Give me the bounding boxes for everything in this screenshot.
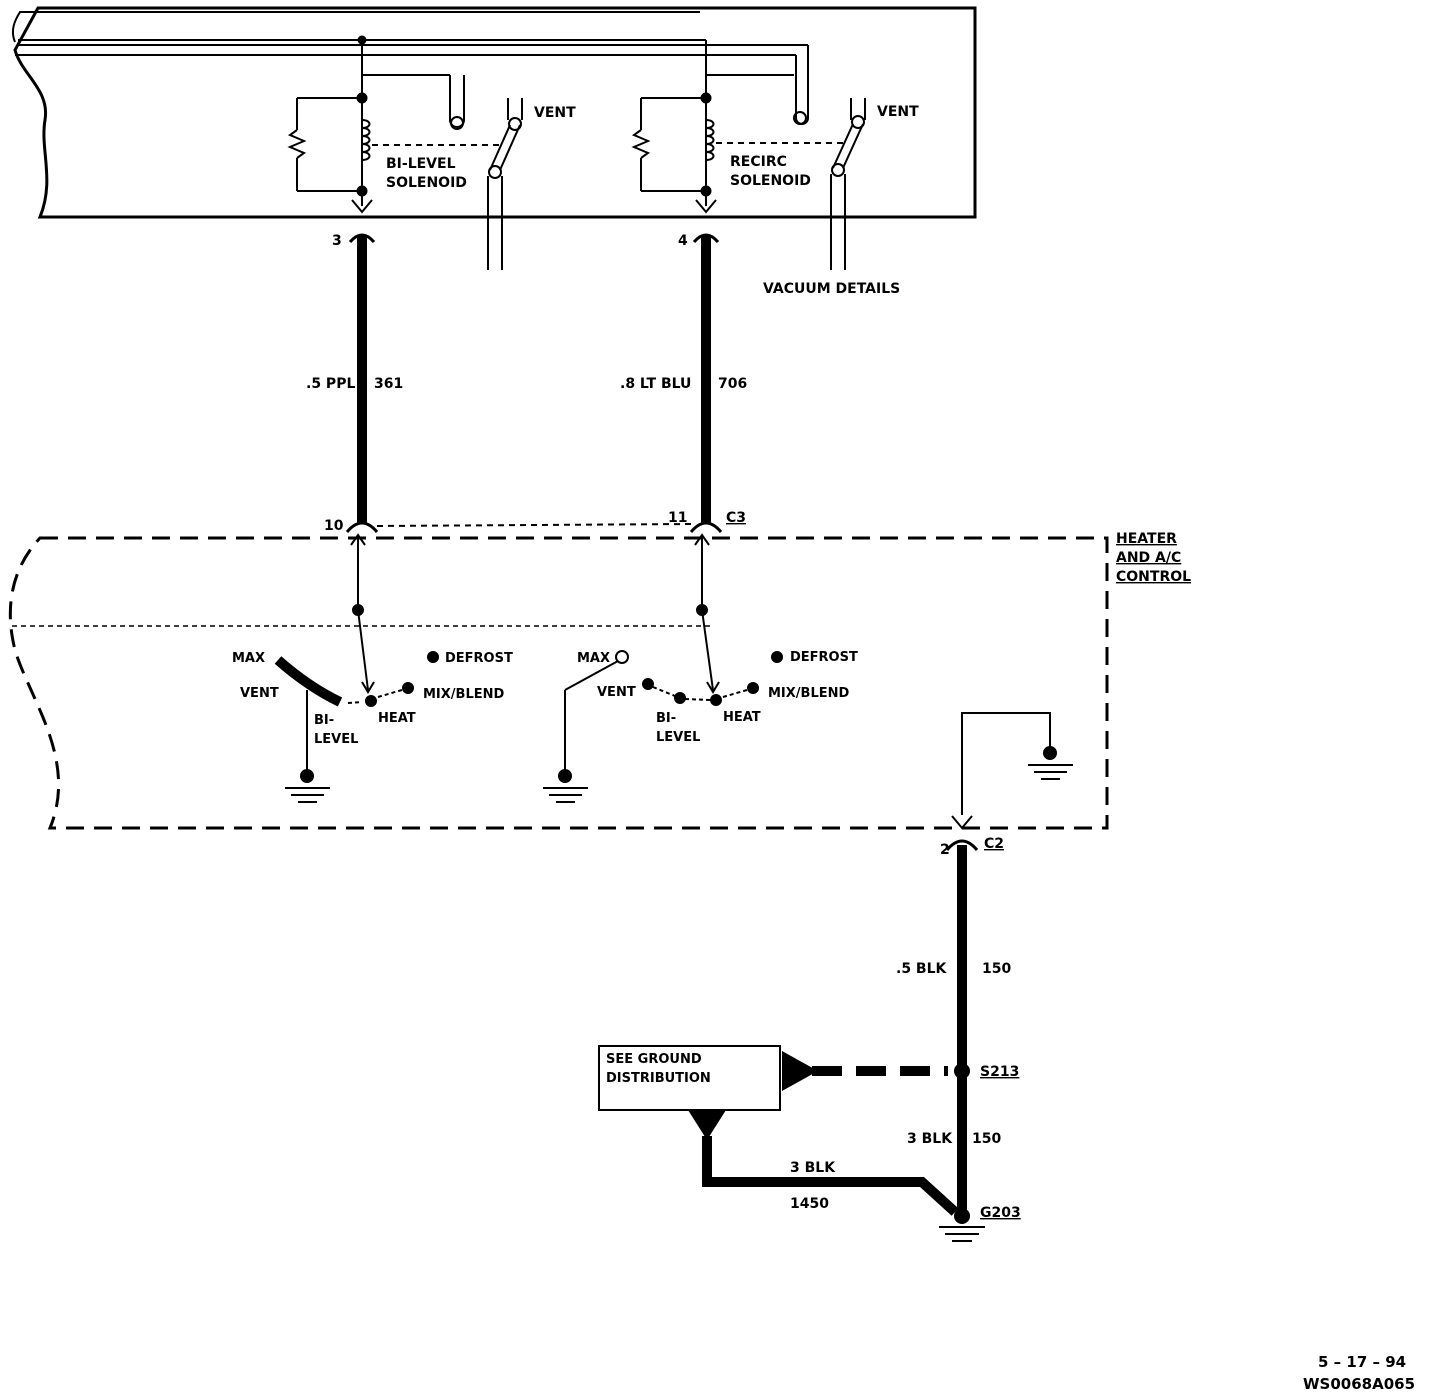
see-ground-label-2: DISTRIBUTION (606, 1071, 711, 1086)
vacuum-details-label: VACUUM DETAILS (763, 281, 900, 297)
internal-ground (951, 712, 1073, 830)
right-level-label: LEVEL (656, 730, 700, 745)
connector-c2-label: C2 (984, 836, 1004, 852)
wire-361 (357, 236, 367, 524)
see-ground-box (598, 1045, 781, 1111)
see-ground-label-1: SEE GROUND (606, 1052, 702, 1067)
connector-c2 (945, 839, 979, 851)
ground-g203-label: G203 (980, 1205, 1021, 1221)
right-mix-label: MIX/BLEND (768, 686, 849, 701)
wire-361-circuit: 361 (374, 376, 403, 392)
ground-dist-arrow-down (688, 1110, 726, 1140)
left-defrost-label: DEFROST (445, 651, 513, 666)
bilevel-solenoid (287, 92, 500, 197)
pin-10-label: 10 (324, 518, 344, 534)
recirc-solenoid (631, 92, 845, 197)
connector-c3-label: C3 (726, 510, 746, 526)
left-mix-label: MIX/BLEND (423, 687, 504, 702)
vent-label-right: VENT (877, 104, 919, 120)
ground-dist-arrow-right (782, 1051, 818, 1091)
splice-s213 (954, 1063, 970, 1079)
right-heat-label: HEAT (723, 710, 761, 725)
recirc-valve (830, 98, 866, 270)
wire-1450 (702, 1136, 959, 1216)
splice-s213-label: S213 (980, 1064, 1019, 1080)
date-label: 5 – 17 – 94 (1318, 1353, 1406, 1371)
wire-150 (957, 845, 967, 1220)
wire-706-circuit: 706 (718, 376, 747, 392)
wire-150-circuit-bottom: 150 (972, 1131, 1001, 1147)
wire-150-gauge-bottom: 3 BLK (907, 1131, 953, 1147)
recirc-solenoid-label-1: RECIRC (730, 154, 787, 170)
top-connector-arrows (351, 199, 717, 214)
heater-ac-control-box (8, 536, 1109, 830)
left-heat-label: HEAT (378, 711, 416, 726)
left-max-label: MAX (232, 651, 265, 666)
left-mode-switch (274, 533, 439, 803)
doc-id-label: WS0068A065 (1303, 1375, 1415, 1393)
wire-150-circuit-top: 150 (982, 961, 1011, 977)
right-max-label: MAX (577, 651, 610, 666)
upper-component-box (11, 6, 977, 219)
connector-pin-3 (348, 233, 376, 244)
bus-junction-left (357, 35, 367, 45)
pin-11-label: 11 (668, 510, 687, 526)
left-bi-label: BI- (314, 713, 334, 728)
wire-706 (701, 236, 711, 524)
right-mode-switch (543, 533, 783, 803)
c3-dashed-link (376, 523, 692, 527)
wire-1450-circuit: 1450 (790, 1196, 829, 1212)
recirc-solenoid-label-2: SOLENOID (730, 173, 811, 189)
control-label-3: CONTROL (1116, 569, 1191, 585)
connector-c3 (345, 521, 723, 533)
pin-2-label: 2 (940, 842, 950, 858)
pin-3-label: 3 (332, 233, 342, 249)
connector-pin-4 (692, 233, 720, 244)
bilevel-solenoid-label-2: SOLENOID (386, 175, 467, 191)
bilevel-valve (487, 98, 523, 270)
wire-361-gauge: .5 PPL (306, 376, 355, 392)
wire-1450-gauge: 3 BLK (790, 1160, 836, 1176)
left-vent-label: VENT (240, 686, 279, 701)
pin-4-label: 4 (678, 233, 688, 249)
bilevel-solenoid-label-1: BI-LEVEL (386, 156, 456, 172)
control-label-2: AND A/C (1116, 550, 1181, 566)
left-vacuum-port (449, 75, 465, 130)
right-vacuum-port (793, 111, 807, 125)
control-label-1: HEATER (1116, 531, 1177, 547)
wire-150-gauge-top: .5 BLK (896, 961, 948, 977)
right-defrost-label: DEFROST (790, 650, 858, 665)
right-vent-label: VENT (597, 685, 636, 700)
left-level-label: LEVEL (314, 732, 358, 747)
vent-label-left: VENT (534, 105, 576, 121)
ground-g203 (939, 1208, 985, 1242)
wire-706-gauge: .8 LT BLU (620, 376, 691, 392)
right-bi-label: BI- (656, 711, 676, 726)
